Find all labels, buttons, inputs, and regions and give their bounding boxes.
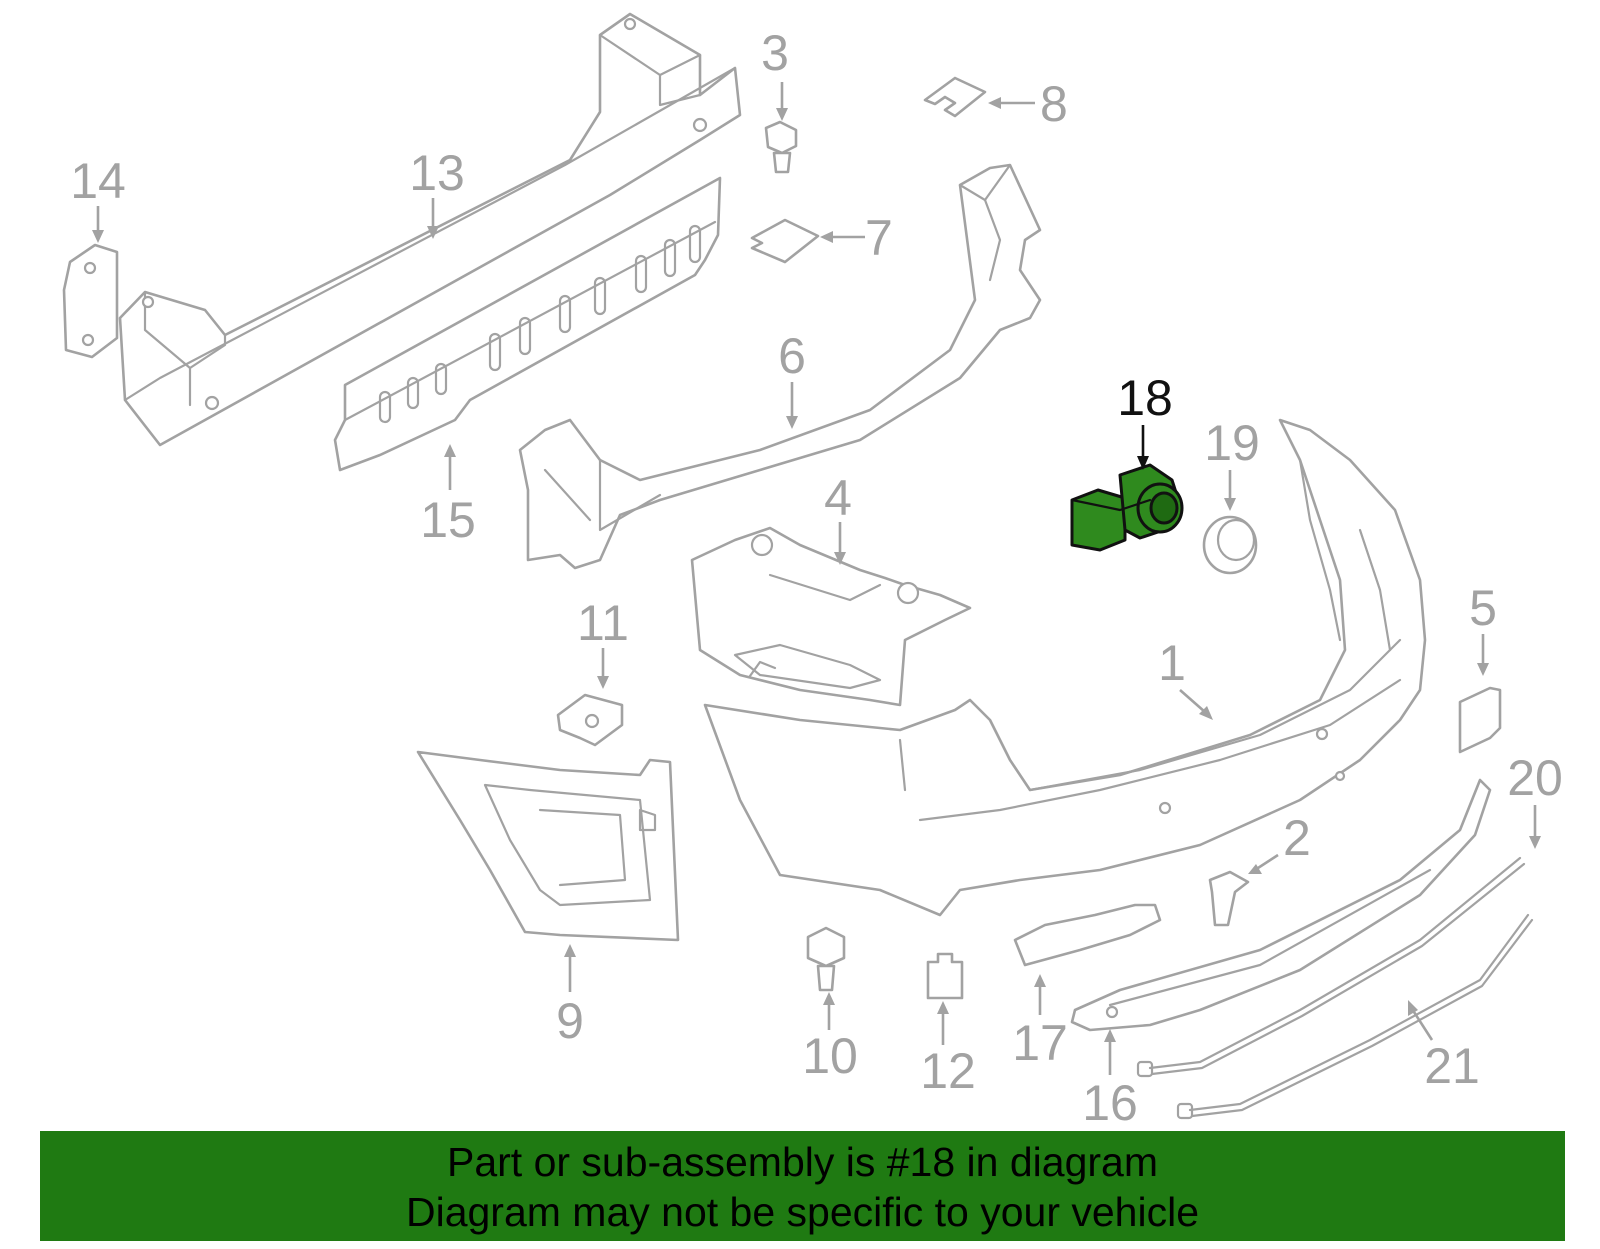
part-15-energy-absorber[interactable] — [333, 176, 722, 472]
svg-text:12: 12 — [920, 1043, 976, 1099]
callout-18: 18 — [1117, 370, 1173, 470]
callout-4: 4 — [824, 470, 852, 565]
part-7-pad[interactable] — [750, 218, 820, 264]
callout-13: 13 — [409, 145, 465, 239]
part-19-grommet[interactable] — [1202, 515, 1258, 575]
part-2-clip[interactable] — [1208, 870, 1250, 927]
svg-text:8: 8 — [1040, 76, 1068, 132]
part-3-bolt[interactable] — [764, 120, 798, 174]
callout-5: 5 — [1469, 580, 1497, 676]
part-18-park-sensor[interactable] — [1070, 463, 1184, 552]
callout-15: 15 — [420, 444, 476, 548]
svg-text:7: 7 — [865, 210, 893, 266]
callout-19: 19 — [1204, 415, 1260, 511]
callout-10: 10 — [802, 992, 858, 1084]
svg-text:4: 4 — [824, 470, 852, 526]
part-12-clip[interactable] — [926, 952, 964, 1000]
callout-16: 16 — [1082, 1029, 1138, 1131]
callout-8: 8 — [988, 76, 1068, 132]
part-9-lower-bracket[interactable] — [416, 750, 680, 942]
part-16-lower-trim[interactable] — [1070, 778, 1492, 1032]
callout-6: 6 — [778, 328, 806, 429]
svg-text:6: 6 — [778, 328, 806, 384]
callout-14: 14 — [70, 153, 126, 243]
svg-text:10: 10 — [802, 1028, 858, 1084]
part-1-bumper-cover[interactable] — [703, 418, 1427, 917]
callout-17: 17 — [1012, 974, 1068, 1071]
svg-text:15: 15 — [420, 492, 476, 548]
callout-9: 9 — [556, 944, 584, 1049]
callout-21: 21 — [1408, 1000, 1480, 1094]
part-13-reinforcement-bar[interactable] — [118, 12, 742, 447]
part-11-nut-clip[interactable] — [556, 693, 624, 747]
callout-12: 12 — [920, 1001, 976, 1099]
callout-1: 1 — [1158, 635, 1213, 720]
svg-text:19: 19 — [1204, 415, 1260, 471]
svg-text:21: 21 — [1424, 1038, 1480, 1094]
part-14-bracket-plate[interactable] — [62, 243, 119, 359]
part-8-clip[interactable] — [923, 76, 987, 118]
svg-text:13: 13 — [409, 145, 465, 201]
svg-text:9: 9 — [556, 993, 584, 1049]
svg-text:1: 1 — [1158, 635, 1186, 691]
part-21-wire-harness[interactable] — [1176, 913, 1534, 1120]
callout-3: 3 — [761, 25, 789, 121]
callout-11: 11 — [577, 595, 629, 689]
part-6-bumper-support[interactable] — [518, 163, 1042, 570]
callout-7: 7 — [820, 210, 893, 266]
svg-text:16: 16 — [1082, 1075, 1138, 1131]
callout-20: 20 — [1507, 750, 1563, 849]
svg-text:3: 3 — [761, 25, 789, 81]
disclaimer-banner: Part or sub-assembly is #18 in diagram D… — [40, 1131, 1565, 1241]
part-4-side-bracket[interactable] — [690, 526, 972, 707]
svg-text:14: 14 — [70, 153, 126, 209]
svg-text:20: 20 — [1507, 750, 1563, 806]
part-17-trim-strip[interactable] — [1013, 903, 1162, 967]
banner-line-1: Part or sub-assembly is #18 in diagram — [447, 1139, 1158, 1185]
banner-line-2: Diagram may not be specific to your vehi… — [405, 1189, 1199, 1235]
part-10-bolt[interactable] — [806, 926, 846, 992]
svg-text:17: 17 — [1012, 1015, 1068, 1071]
svg-text:18: 18 — [1117, 370, 1173, 426]
part-5-pad[interactable] — [1458, 686, 1502, 754]
svg-text:5: 5 — [1469, 580, 1497, 636]
svg-text:2: 2 — [1283, 810, 1311, 866]
svg-text:11: 11 — [577, 595, 629, 651]
callout-2: 2 — [1248, 810, 1311, 874]
part-20-wire-harness[interactable] — [1136, 856, 1526, 1078]
